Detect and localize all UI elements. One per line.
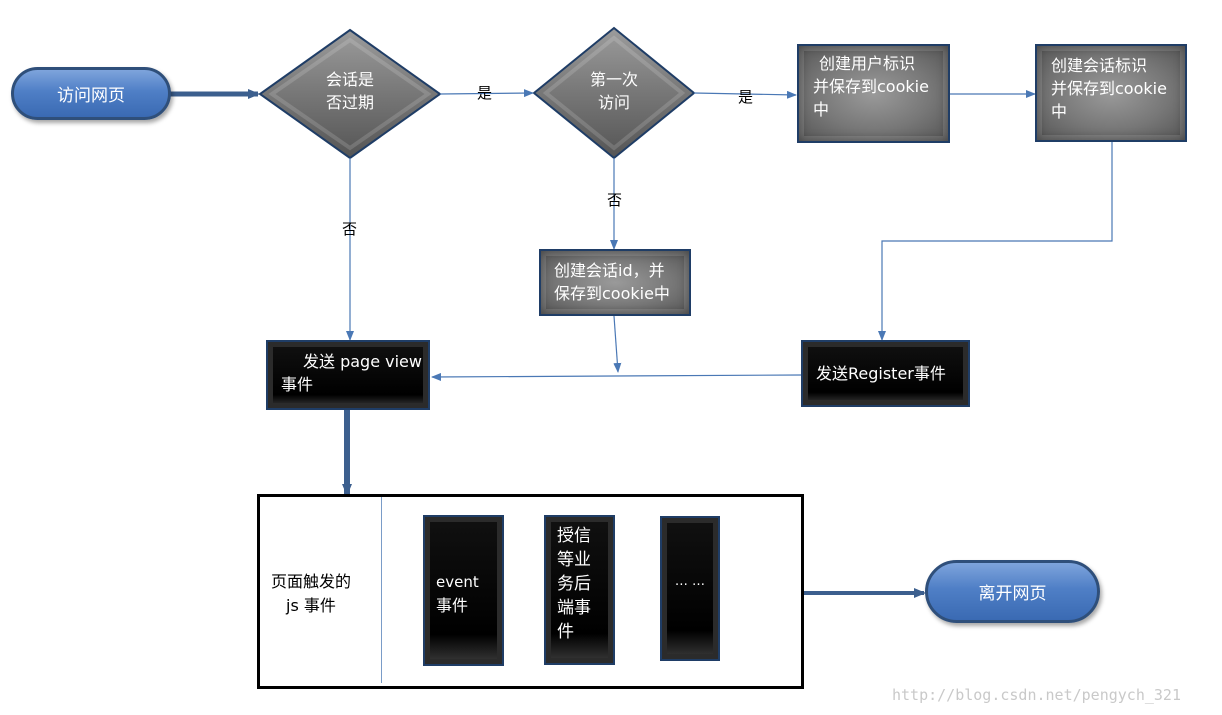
container-divider: [381, 497, 382, 683]
visit-page-node: 访问网页: [11, 67, 171, 120]
edge-label-no-1: 否: [342, 220, 358, 238]
first-visit-label: 第一次 访问: [589, 70, 638, 112]
edge-register-to-pageview: [431, 372, 802, 381]
js-events-label: 页面触发的 js 事件: [271, 572, 352, 615]
edge-label-yes-1: 是: [477, 84, 493, 102]
edge-label-no-2: 否: [607, 191, 623, 209]
edge-sessionid2-down: [613, 315, 622, 373]
create-session-id-node: 创建会话标识 并保存到cookie 中: [1035, 44, 1187, 142]
visit-page-label: 访问网页: [57, 86, 125, 106]
auth-backend-events-node: 授信 等业 务后 端事 件: [544, 515, 615, 665]
leave-page-label: 离开网页: [978, 584, 1047, 604]
ellipsis-node: … …: [660, 516, 720, 661]
create-session-id2-node: 创建会话id，并 保存到cookie中: [539, 249, 691, 316]
send-pageview-node: 发送 page view 事件: [266, 340, 430, 410]
event-node: event 事件: [423, 515, 504, 666]
leave-page-node: 离开网页: [925, 560, 1100, 623]
session-expired-label: 会话是 否过期: [325, 70, 374, 112]
edge-first-yes: [693, 90, 797, 99]
edge-session-yes: [439, 89, 534, 98]
edge-label-yes-2: 是: [738, 88, 754, 106]
send-register-node: 发送Register事件: [801, 340, 970, 407]
edge-sessionid-to-register: [878, 142, 1113, 341]
watermark-text: http://blog.csdn.net/pengych_321: [892, 686, 1181, 704]
create-user-id-node: 创建用户标识 并保存到cookie 中: [797, 44, 950, 143]
